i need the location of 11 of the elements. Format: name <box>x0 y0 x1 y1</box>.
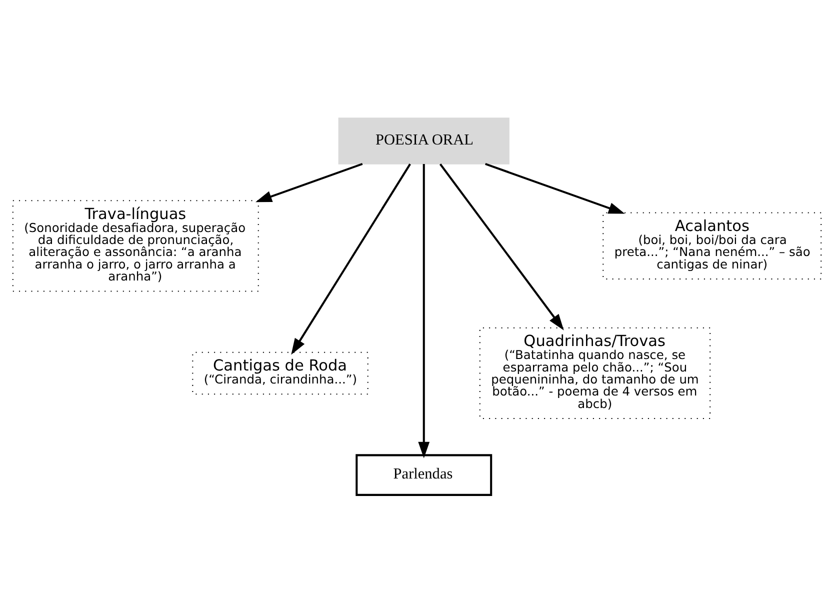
arrow <box>291 164 411 355</box>
node-box: Cantigas de Roda (“Ciranda, cirandinha...”) <box>192 352 368 395</box>
arrow <box>439 163 564 330</box>
node-box: POESIA ORAL <box>338 118 510 164</box>
node-box: Parlendas <box>356 454 492 496</box>
node-box: Quadrinhas/Trovas (“Batatinha quando nasce, se esparrama pelo chão...”; “Sou pequenininha, do tamanho de um botão...” - poema de 4 versos em abcb) <box>479 327 711 420</box>
arrow <box>256 163 363 202</box>
arrow <box>418 164 430 458</box>
node-box: Trava-línguas (Sonoridade desafiadora, superação da dificuldade de pronunciação, aliteração e assonância: “a aranha arranha o jarro, o jarro arranha a aranha”) <box>12 200 259 292</box>
arrow <box>485 163 625 214</box>
node-box: Acalantos (boi, boi, boi/boi da cara preta...”; “Nana neném...” – são cantigas de ninar) <box>602 212 822 280</box>
